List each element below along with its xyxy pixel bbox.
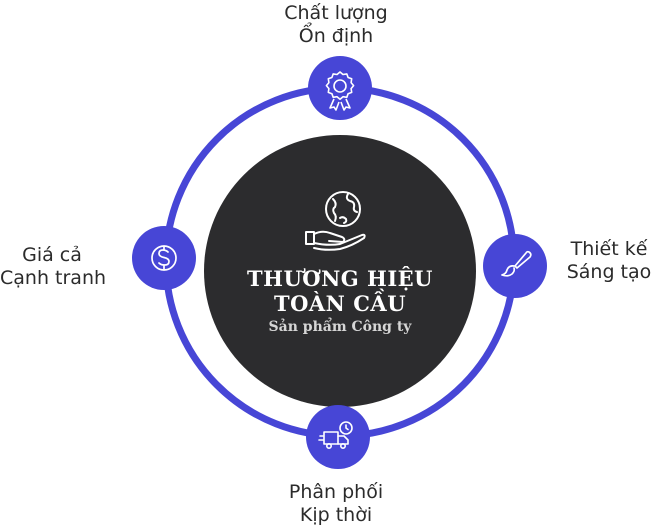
label-distribution-line-2: Kịp thời (299, 504, 373, 526)
label-design-line-1: Thiết kế (570, 238, 648, 260)
center-subtitle: Sản phẩm Công ty (268, 319, 412, 335)
node-design (483, 234, 547, 298)
globe-hand-icon (305, 191, 366, 251)
label-price-line-2: Cạnh tranh (0, 267, 107, 289)
label-design-line-2: Sáng tạo (566, 261, 652, 283)
center-title-line-1: THƯƠNG HIỆU (247, 266, 433, 291)
label-distribution-line-1: Phân phối (288, 481, 384, 503)
label-distribution: Phân phối Kịp thời (256, 481, 416, 527)
node-price (132, 226, 196, 290)
center-circle (204, 135, 476, 407)
dollar-coin-icon (151, 245, 177, 271)
label-quality-line-2: Ổn định (298, 25, 374, 47)
label-design: Thiết kế Sáng tạo (560, 238, 658, 284)
center-title-line-2: TOÀN CẦU (273, 291, 407, 316)
label-price-line-1: Giá cả (22, 244, 82, 266)
label-quality-line-1: Chất lượng (284, 2, 388, 24)
delivery-truck-icon (318, 421, 353, 449)
paintbrush-icon (501, 250, 532, 277)
award-ribbon-icon (325, 71, 355, 111)
node-quality (308, 56, 372, 120)
label-price: Giá cả Cạnh tranh (0, 244, 107, 290)
node-distribution (306, 405, 370, 469)
label-quality: Chất lượng Ổn định (256, 2, 416, 48)
